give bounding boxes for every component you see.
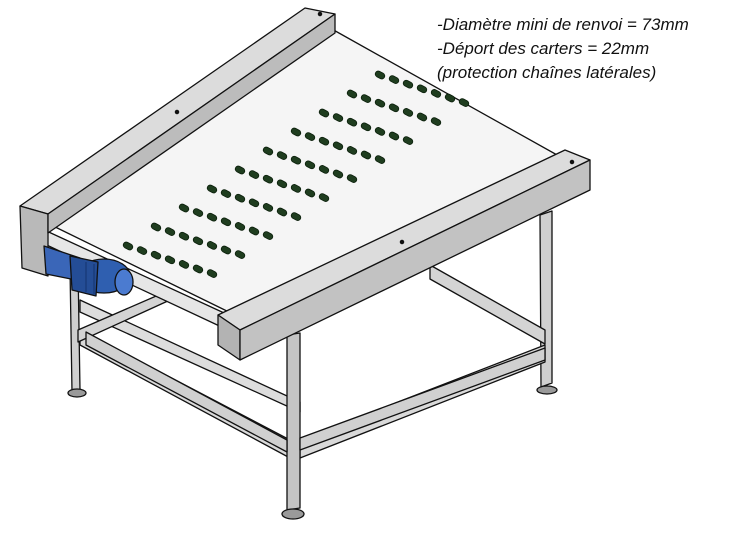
- cleat: [402, 136, 414, 145]
- cleat: [346, 146, 358, 155]
- annotation-carter-offset: -Déport des carters = 22mm: [437, 39, 650, 58]
- annotation-chain-protection: (protection chaînes latérales): [437, 63, 657, 82]
- cleat: [234, 193, 246, 203]
- cleat: [178, 260, 190, 269]
- cleat: [304, 132, 316, 141]
- cleat: [262, 231, 274, 240]
- leg-front: [281, 332, 305, 520]
- cleat: [234, 222, 246, 231]
- cleat: [262, 146, 274, 156]
- cleat: [402, 79, 414, 89]
- cleat: [332, 169, 344, 179]
- cleat: [430, 117, 442, 126]
- cleat: [192, 208, 204, 217]
- cleat: [262, 203, 274, 212]
- leg-back-left: [67, 265, 87, 398]
- cleat: [136, 246, 148, 255]
- cleat: [178, 203, 190, 213]
- cleat: [192, 264, 204, 274]
- cleat: [276, 151, 288, 160]
- cleat: [402, 108, 414, 117]
- cleat: [332, 113, 344, 122]
- cleat: [248, 170, 260, 179]
- cleat: [192, 236, 204, 246]
- cleat: [220, 217, 232, 227]
- cleat: [374, 70, 386, 80]
- cleat: [444, 93, 456, 103]
- cleat: [346, 117, 358, 127]
- cleat: [360, 122, 372, 132]
- cleat: [262, 174, 274, 184]
- cleat: [290, 155, 302, 165]
- cleat: [150, 222, 162, 232]
- cleat: [276, 207, 288, 217]
- side-carter-right: [217, 149, 591, 361]
- cleat: [248, 226, 260, 236]
- cleat: [332, 141, 344, 151]
- cleat: [290, 212, 302, 221]
- cleat: [388, 103, 400, 113]
- annotation-roller-diameter: -Diamètre mini de renvoi = 73mm: [437, 15, 689, 34]
- cleat: [122, 241, 134, 251]
- cleat: [290, 184, 302, 193]
- cleat: [178, 231, 190, 241]
- cleat: [318, 165, 330, 174]
- cleat: [304, 188, 316, 198]
- cleat: [276, 179, 288, 189]
- cleat: [150, 250, 162, 260]
- cleat: [206, 269, 218, 278]
- side-carter-left: [19, 7, 336, 277]
- cleat: [360, 150, 372, 160]
- cleat: [360, 94, 372, 103]
- cleat: [388, 75, 400, 84]
- drive-motor-icon: [43, 245, 134, 297]
- belt-cleats: [122, 70, 470, 278]
- cleat: [234, 250, 246, 259]
- cleat: [388, 131, 400, 141]
- cleat: [346, 89, 358, 99]
- cleat: [416, 84, 428, 94]
- cleat: [374, 98, 386, 108]
- cleat: [318, 193, 330, 202]
- cleat: [206, 241, 218, 250]
- cleat: [164, 255, 176, 265]
- cleat: [374, 155, 386, 164]
- cleat: [304, 160, 316, 170]
- cleat: [206, 184, 218, 194]
- cleat: [164, 227, 176, 236]
- cleat: [416, 112, 428, 122]
- leg-back-right: [536, 210, 558, 395]
- cleat: [290, 127, 302, 137]
- cleat: [458, 98, 470, 107]
- cleat: [430, 89, 442, 98]
- cleat: [206, 212, 218, 222]
- cleat: [220, 245, 232, 255]
- cleat: [346, 174, 358, 183]
- cleat: [318, 108, 330, 118]
- cleat: [220, 189, 232, 198]
- cleat: [318, 136, 330, 146]
- cleat: [248, 198, 260, 208]
- cleat: [374, 127, 386, 136]
- cleat: [234, 165, 246, 175]
